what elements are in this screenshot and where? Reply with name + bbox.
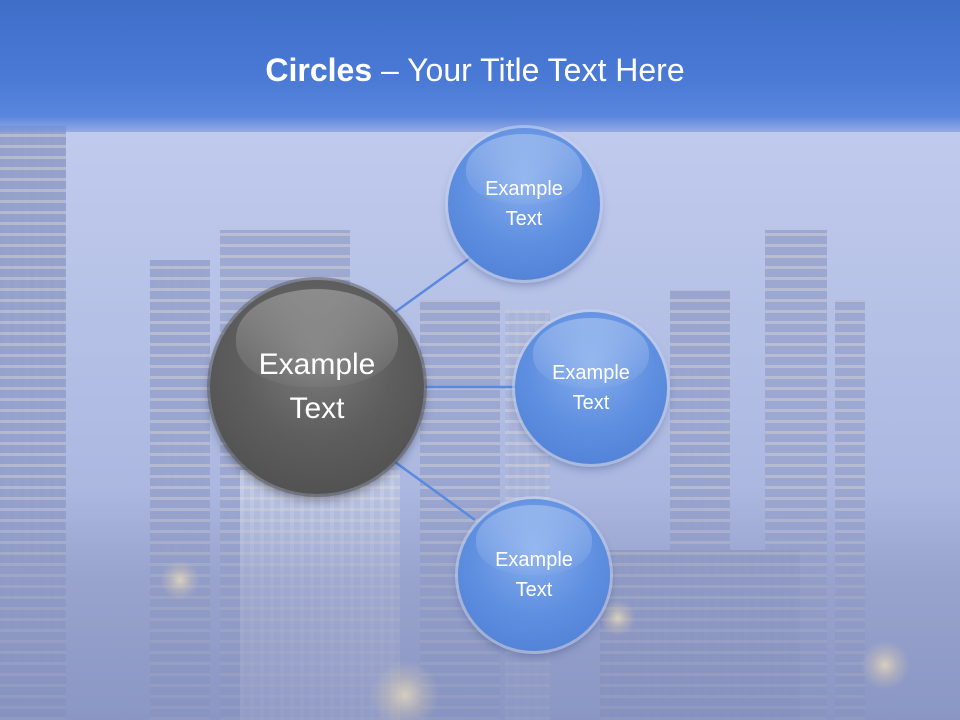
satellite-label: Example Text [495, 549, 573, 601]
street-light [370, 660, 440, 720]
connector-line [394, 256, 471, 314]
connector-line [394, 460, 476, 522]
center-circle[interactable]: Example Text [210, 280, 424, 494]
title-band [0, 0, 960, 132]
slide-title: Circles – Your Title Text Here [0, 52, 960, 89]
street-light [160, 560, 200, 600]
title-rest: – Your Title Text Here [372, 52, 685, 88]
street-light [600, 600, 636, 636]
street-light [860, 640, 910, 690]
satellite-label: Example Text [485, 178, 563, 230]
satellite-circle[interactable]: Example Text [458, 499, 610, 651]
satellite-circle[interactable]: Example Text [515, 312, 667, 464]
satellite-circle[interactable]: Example Text [448, 128, 600, 280]
title-bold: Circles [265, 52, 373, 88]
satellite-label: Example Text [552, 362, 630, 414]
center-label: Example Text [258, 348, 376, 425]
